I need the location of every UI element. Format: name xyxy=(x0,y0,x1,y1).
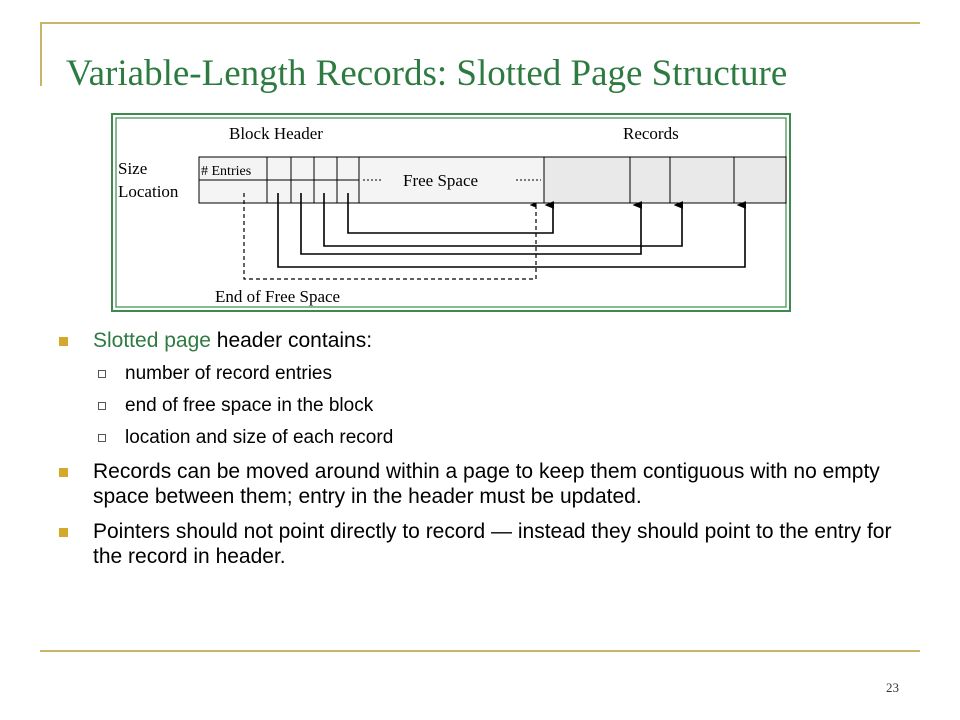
highlight-slotted-page: Slotted page xyxy=(93,329,211,352)
pointer-arrow-4 xyxy=(277,193,746,268)
label-num-entries: # Entries xyxy=(201,164,251,179)
hollow-square-icon xyxy=(98,402,106,410)
bullet-2-text: Records can be moved around within a pag… xyxy=(93,460,880,508)
label-location: Location xyxy=(118,182,179,201)
pointer-arrow-3 xyxy=(300,193,642,255)
bullet-3-text: Pointers should not point directly to re… xyxy=(93,520,892,568)
bullet-square-icon xyxy=(59,337,68,346)
slide-title: Variable-Length Records: Slotted Page St… xyxy=(66,53,788,94)
frame-left-line xyxy=(40,22,42,86)
frame-bottom-line xyxy=(40,650,920,652)
bullet-list: Slotted page header contains: number of … xyxy=(55,328,915,579)
sub-bullet-3-text: location and size of each record xyxy=(125,427,394,448)
diagram-inner-border xyxy=(115,117,787,308)
sub-bullet-1-text: number of record entries xyxy=(125,363,332,384)
bullet-records-moved: Records can be moved around within a pag… xyxy=(55,459,915,509)
label-block-header: Block Header xyxy=(229,124,323,143)
bullet-square-icon xyxy=(59,468,68,477)
sub-bullet-1: number of record entries xyxy=(55,363,915,385)
sub-bullet-2: end of free space in the block xyxy=(55,395,915,417)
frame-top-line xyxy=(40,22,920,24)
diagram-outer-border xyxy=(111,113,791,312)
sub-bullet-3: location and size of each record xyxy=(55,427,915,449)
label-free-space: Free Space xyxy=(403,171,478,190)
pointer-arrow-2 xyxy=(323,193,683,247)
page-number: 23 xyxy=(886,680,899,695)
label-size: Size xyxy=(118,159,147,178)
label-end-free-space: End of Free Space xyxy=(215,287,340,306)
end-free-space-pointer xyxy=(243,193,537,280)
pointer-arrow-1 xyxy=(347,193,554,234)
bullet-1-text: header contains: xyxy=(210,329,373,352)
bullet-header-contains: Slotted page header contains: xyxy=(55,328,915,353)
slotted-page-diagram: Block Header Records Size Location # Ent… xyxy=(111,113,791,312)
bullet-pointers: Pointers should not point directly to re… xyxy=(55,519,915,569)
hollow-square-icon xyxy=(98,370,106,378)
bullet-square-icon xyxy=(59,528,68,537)
free-space-area xyxy=(358,156,545,204)
label-records: Records xyxy=(623,124,679,143)
sub-bullet-2-text: end of free space in the block xyxy=(125,395,374,416)
hollow-square-icon xyxy=(98,434,106,442)
diagram-svg: Block Header Records Size Location # Ent… xyxy=(111,113,791,312)
